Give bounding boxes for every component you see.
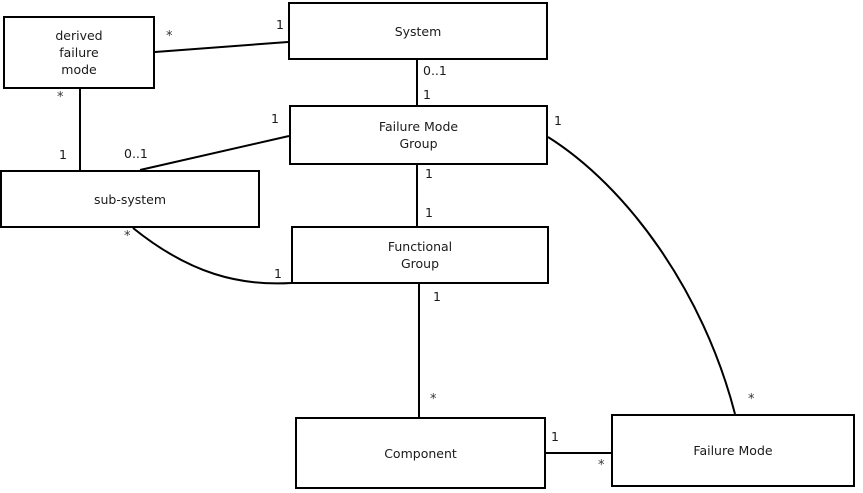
class-label-system: System: [394, 23, 442, 39]
class-label-failure-mode: Failure Mode: [693, 443, 773, 458]
multiplicity-label-component-to-failure-mode-0: 1: [551, 429, 559, 444]
multiplicity-label-failure-mode-group-to-functional-group-1: 1: [425, 205, 433, 220]
multiplicity-label-sub-system-to-failure-mode-group-0: 0..1: [124, 146, 148, 161]
multiplicity-label-functional-group-to-component-0: 1: [433, 289, 441, 304]
class-box-failure-mode[interactable]: Failure Mode: [611, 414, 855, 487]
multiplicity-label-failure-mode-group-to-failure-mode-0: 1: [554, 113, 562, 128]
multiplicity-label-sub-system-to-failure-mode-group-1: 1: [271, 111, 279, 126]
multiplicity-label-system-to-failure-mode-group-1: 1: [423, 87, 431, 102]
class-box-sub-system[interactable]: sub-system: [0, 170, 260, 228]
association-line-sub-system-to-failure-mode-group: [139, 135, 290, 171]
multiplicity-label-derived-failure-mode-to-system-1: 1: [276, 17, 284, 32]
class-box-component[interactable]: Component: [295, 417, 546, 489]
class-label-failure-mode-group: Failure Mode Group: [378, 119, 459, 151]
association-line-failure-mode-group-to-failure-mode: [547, 136, 736, 415]
class-label-sub-system: sub-system: [93, 191, 167, 207]
class-box-functional-group[interactable]: Functional Group: [291, 226, 549, 284]
class-label-functional-group: Functional Group: [387, 239, 453, 271]
multiplicity-label-sub-system-to-functional-group-0: *: [124, 229, 131, 244]
multiplicity-label-functional-group-to-component-1: *: [430, 392, 437, 407]
multiplicity-label-failure-mode-group-to-failure-mode-1: *: [748, 392, 755, 407]
class-box-failure-mode-group[interactable]: Failure Mode Group: [289, 105, 548, 165]
association-line-sub-system-to-functional-group: [132, 227, 292, 285]
multiplicity-label-derived-failure-mode-to-sub-system-1: 1: [59, 147, 67, 162]
multiplicity-label-derived-failure-mode-to-sub-system-0: *: [57, 90, 64, 105]
class-label-derived-failure-mode: derived failure mode: [55, 28, 103, 77]
multiplicity-label-sub-system-to-functional-group-1: 1: [274, 266, 282, 281]
class-label-component: Component: [384, 445, 457, 461]
class-box-system[interactable]: System: [288, 2, 548, 60]
multiplicity-label-derived-failure-mode-to-system-0: *: [166, 29, 173, 44]
multiplicity-label-component-to-failure-mode-1: *: [598, 458, 605, 473]
multiplicity-label-system-to-failure-mode-group-0: 0..1: [423, 63, 447, 78]
class-box-derived-failure-mode[interactable]: derived failure mode: [3, 16, 155, 89]
association-line-derived-failure-mode-to-system: [154, 41, 289, 53]
multiplicity-label-failure-mode-group-to-functional-group-0: 1: [425, 166, 433, 181]
